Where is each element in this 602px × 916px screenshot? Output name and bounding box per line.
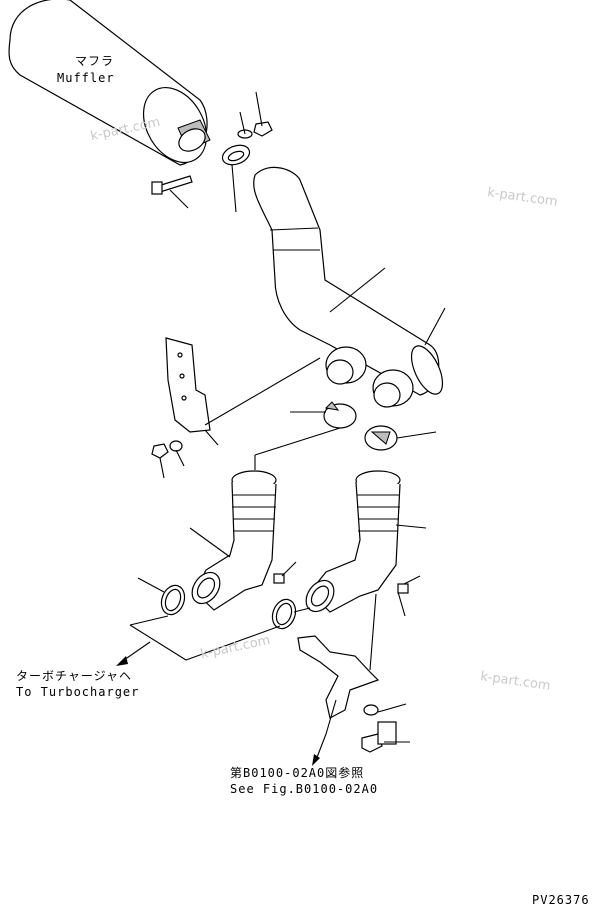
turbocharger-leader (116, 615, 281, 666)
left-hose-clamp (137, 577, 186, 616)
mounting-bracket (165, 337, 321, 446)
muffler-bolt (151, 175, 193, 209)
muffler (8, 0, 211, 166)
turbocharger-label-en: To Turbocharger (16, 685, 140, 699)
support-nut (361, 721, 410, 753)
left-bellows-pipe (189, 470, 297, 611)
muffler-label-jp: マフラ (75, 54, 115, 68)
muffler-washer (237, 111, 253, 139)
muffler-label-en: Muffler (57, 71, 115, 85)
left-pipe-clamp (254, 401, 357, 470)
bracket-nut (151, 443, 169, 479)
see-figure-label-jp: 第B0100-02A0図参照 (230, 766, 365, 780)
right-pipe-clamp (364, 425, 437, 451)
drawing-number: PV26376 (532, 893, 590, 907)
support-washer (363, 703, 407, 716)
right-hose-clamp (271, 598, 311, 630)
bracket-washer (169, 440, 185, 467)
right-bellows-pipe (305, 470, 427, 671)
muffler-clamp (221, 144, 251, 213)
turbocharger-label-jp: ターボチャージャヘ (16, 669, 133, 683)
y-pipe (253, 166, 446, 408)
lower-support-bracket (297, 635, 380, 766)
see-figure-label-en: See Fig.B0100-02A0 (230, 782, 379, 796)
muffler-nut (253, 91, 273, 137)
